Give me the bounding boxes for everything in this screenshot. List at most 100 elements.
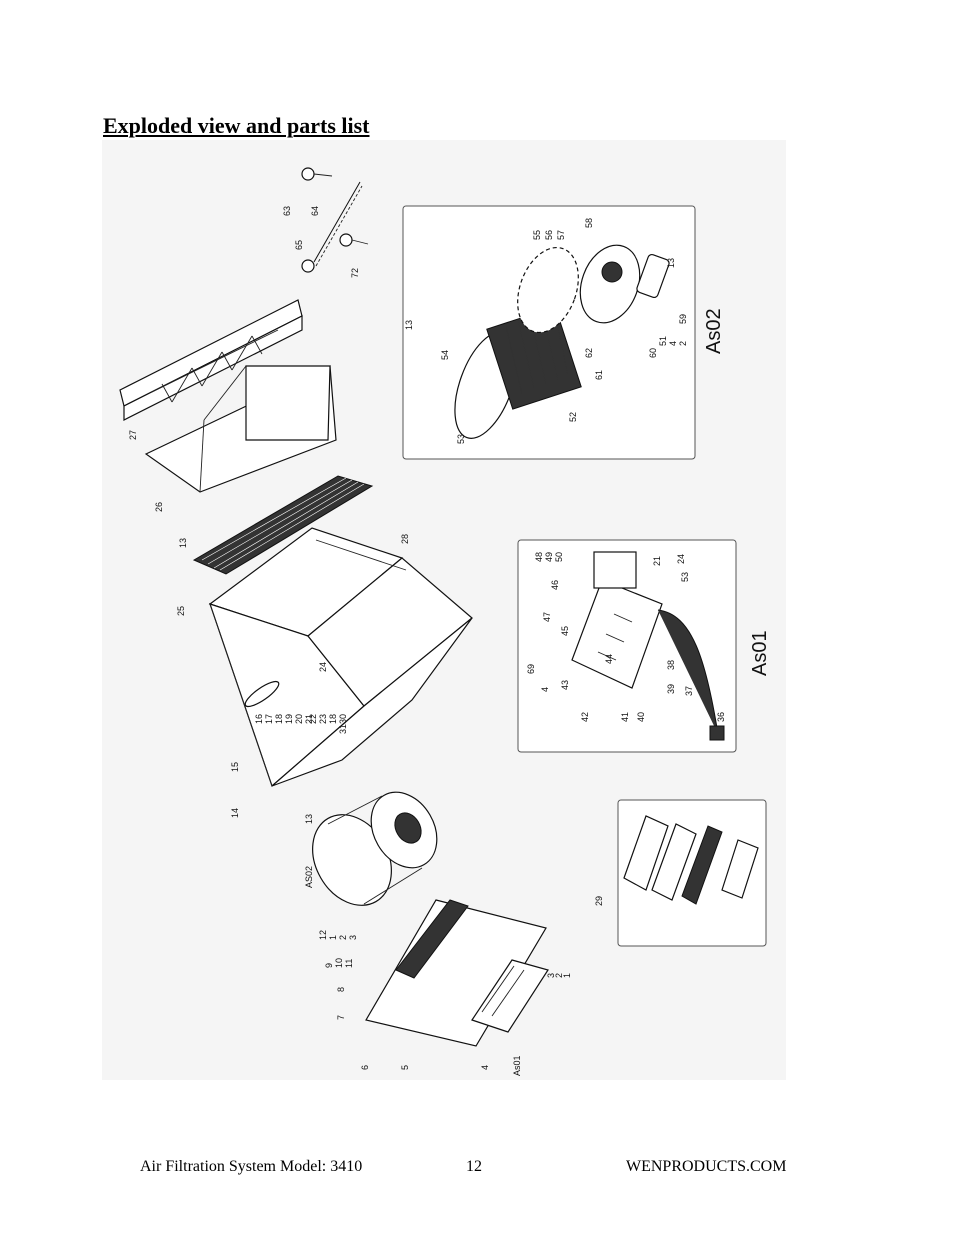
svg-text:4: 4	[480, 1065, 490, 1070]
svg-text:53: 53	[680, 572, 690, 582]
svg-text:10: 10	[334, 958, 344, 968]
svg-text:47: 47	[542, 612, 552, 622]
svg-text:38: 38	[666, 660, 676, 670]
svg-text:As01: As01	[512, 1055, 522, 1076]
control-plate-as01	[471, 959, 549, 1033]
as01-detail: As01	[517, 539, 771, 753]
as01-part-labels: 48 49 50 46 47 45 69 4 43 44 42 41 40 39…	[526, 552, 726, 722]
svg-text:28: 28	[400, 534, 410, 544]
svg-text:58: 58	[584, 218, 594, 228]
remote-detail	[617, 799, 767, 947]
svg-text:56: 56	[544, 230, 554, 240]
svg-text:57: 57	[556, 230, 566, 240]
svg-text:AS02: AS02	[304, 866, 314, 888]
svg-text:69: 69	[526, 664, 536, 674]
svg-text:42: 42	[580, 712, 590, 722]
footer-website: WENPRODUCTS.COM	[626, 1158, 787, 1175]
svg-text:2: 2	[678, 341, 688, 346]
svg-text:62: 62	[584, 348, 594, 358]
svg-text:3: 3	[546, 973, 556, 978]
svg-text:8: 8	[336, 987, 346, 992]
svg-text:52: 52	[568, 412, 578, 422]
eye-bolt-72	[339, 233, 353, 247]
exploded-view-diagram: As02 As01 63 64 6	[102, 140, 786, 1080]
svg-text:3: 3	[348, 935, 358, 940]
as02-detail: As02	[402, 205, 725, 460]
svg-text:24: 24	[318, 662, 328, 672]
svg-text:40: 40	[636, 712, 646, 722]
main-part-labels: 63 64 65 72 27 26 13 25 28 24 16 17 18 1…	[128, 206, 604, 1076]
svg-text:53: 53	[456, 434, 466, 444]
svg-text:26: 26	[154, 502, 164, 512]
svg-text:12: 12	[318, 930, 328, 940]
svg-text:19: 19	[284, 714, 294, 724]
svg-text:48: 48	[534, 552, 544, 562]
exploded-view-svg: As02 As01 63 64 6	[119, 167, 771, 1076]
svg-text:54: 54	[440, 350, 450, 360]
svg-text:13: 13	[178, 538, 188, 548]
svg-text:61: 61	[594, 370, 604, 380]
svg-text:72: 72	[350, 268, 360, 278]
svg-text:13: 13	[666, 258, 676, 268]
as01-title: As01	[749, 630, 771, 676]
remote-29	[623, 815, 669, 891]
svg-text:6: 6	[360, 1065, 370, 1070]
svg-text:64: 64	[310, 206, 320, 216]
svg-text:22: 22	[308, 714, 318, 724]
svg-text:23: 23	[318, 714, 328, 724]
svg-text:59: 59	[678, 314, 688, 324]
svg-text:63: 63	[282, 206, 292, 216]
svg-text:20: 20	[294, 714, 304, 724]
svg-text:5: 5	[400, 1065, 410, 1070]
svg-text:45: 45	[560, 626, 570, 636]
main-cabinet	[208, 527, 473, 788]
svg-text:25: 25	[176, 606, 186, 616]
eye-bolt-63	[301, 167, 315, 181]
svg-text:43: 43	[560, 680, 570, 690]
svg-text:4: 4	[668, 341, 678, 346]
svg-text:41: 41	[620, 712, 630, 722]
svg-text:44: 44	[604, 654, 614, 664]
svg-text:18: 18	[274, 714, 284, 724]
svg-text:65: 65	[294, 240, 304, 250]
svg-text:11: 11	[344, 959, 354, 968]
power-cord-36	[657, 609, 719, 735]
filter-frame-26	[144, 365, 337, 493]
bottom-panel	[365, 899, 549, 1047]
svg-text:21: 21	[652, 556, 662, 566]
footer-page-number: 12	[466, 1158, 482, 1175]
svg-text:29: 29	[594, 896, 604, 906]
chain-64	[313, 181, 361, 263]
motor-assembly-as02	[312, 791, 438, 906]
s-hook-65	[301, 259, 315, 273]
as02-title: As02	[703, 308, 725, 354]
svg-text:30: 30	[338, 714, 348, 724]
filter-25	[192, 475, 374, 575]
control-plate-42	[571, 579, 663, 689]
svg-text:16: 16	[254, 714, 264, 724]
svg-text:7: 7	[336, 1015, 346, 1020]
hanging-hardware	[301, 167, 369, 273]
svg-text:14: 14	[230, 808, 240, 818]
svg-text:55: 55	[532, 230, 542, 240]
page-heading: Exploded view and parts list	[103, 113, 370, 138]
as02-part-labels: 13 54 53 52 61 62 55 56 57 58 60 51 4 2 …	[404, 218, 688, 444]
svg-text:36: 36	[716, 712, 726, 722]
svg-text:24: 24	[676, 554, 686, 564]
svg-text:60: 60	[648, 348, 658, 358]
svg-text:13: 13	[304, 814, 314, 824]
handle-16	[244, 680, 280, 708]
footer-model: Air Filtration System Model: 3410	[140, 1158, 363, 1175]
svg-text:31: 31	[338, 724, 348, 734]
svg-text:50: 50	[554, 552, 564, 562]
pre-filter-27	[119, 299, 303, 421]
svg-text:21: 21	[304, 714, 314, 724]
svg-text:27: 27	[128, 430, 138, 440]
svg-text:4: 4	[540, 687, 550, 692]
svg-text:15: 15	[230, 762, 240, 772]
svg-text:46: 46	[550, 580, 560, 590]
svg-text:13: 13	[404, 320, 414, 330]
svg-text:9: 9	[324, 963, 334, 968]
svg-text:49: 49	[544, 552, 554, 562]
svg-text:2: 2	[338, 935, 348, 940]
